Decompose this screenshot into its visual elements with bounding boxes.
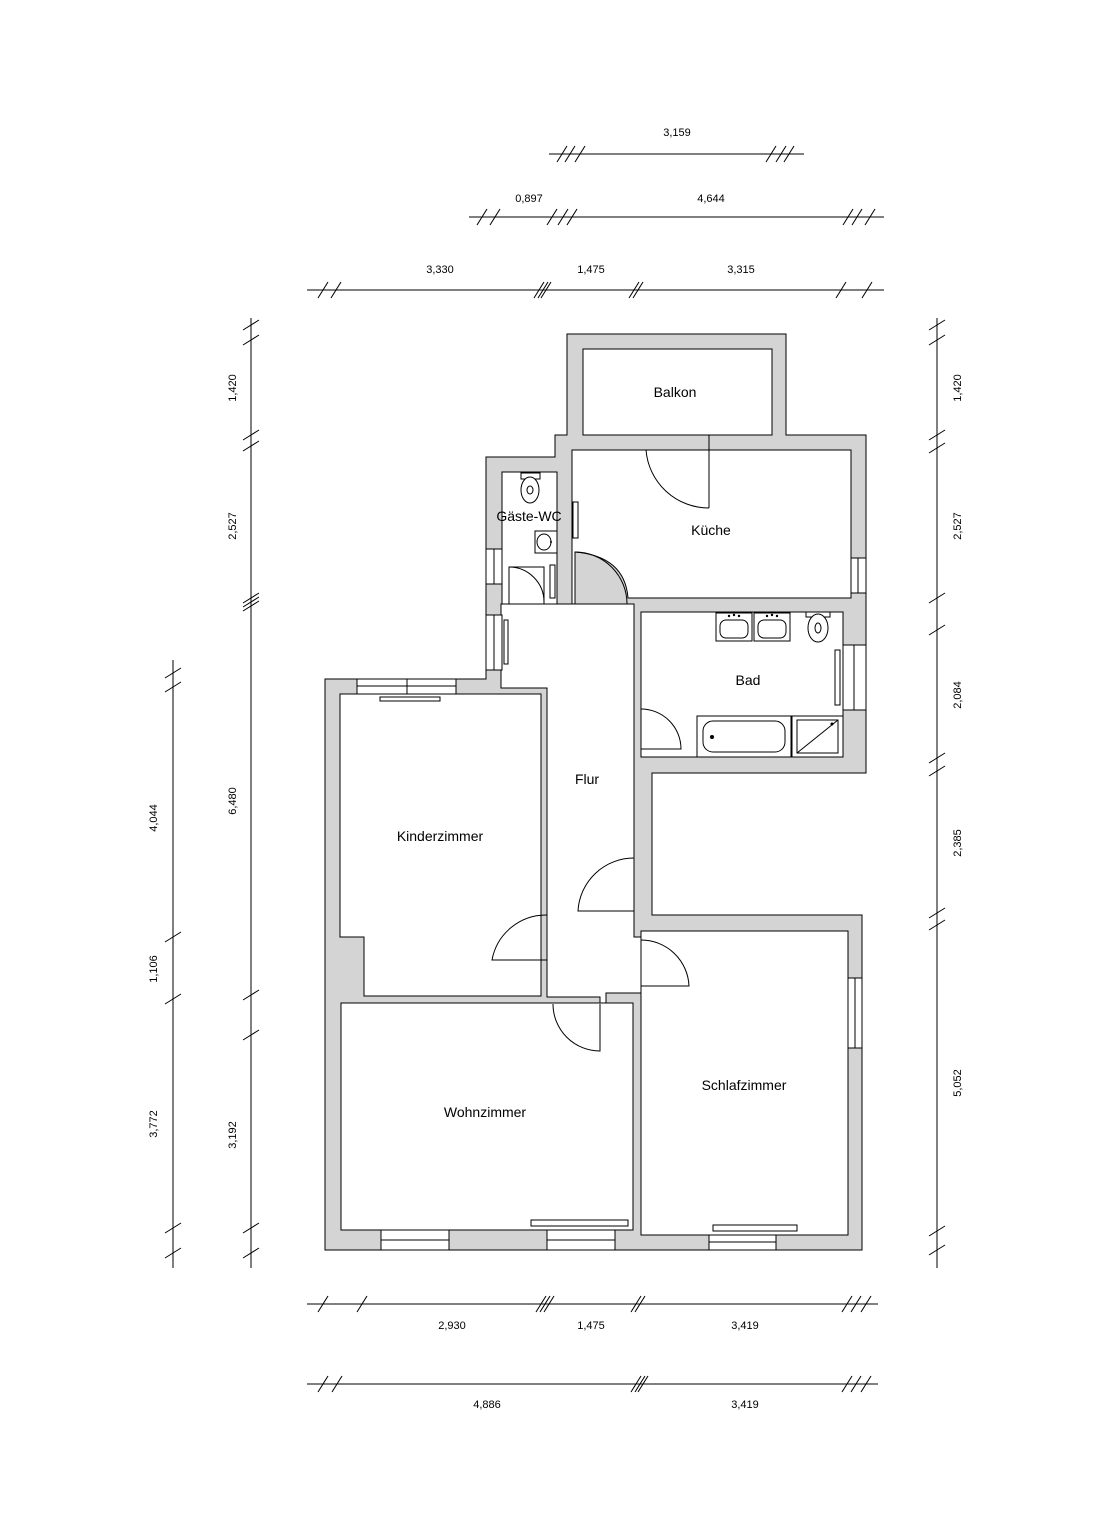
toilet-icon	[805, 611, 831, 643]
toilet-icon	[520, 472, 541, 504]
room-label-gaeste-wc: Gäste-WC	[496, 508, 561, 524]
room-label-schlafzimmer: Schlafzimmer	[702, 1077, 787, 1093]
dim-top-2a: 0,897	[515, 193, 543, 205]
dim-right-3: 2,084	[952, 681, 964, 709]
room-label-flur: Flur	[575, 771, 599, 787]
room-labels: Balkon Küche Gäste-WC Bad Flur Kinderzim…	[397, 384, 787, 1120]
dim-bottom-1a: 2,930	[438, 1320, 466, 1332]
dim-left-inner-4: 3,192	[227, 1121, 239, 1149]
dim-left-inner-2: 2,527	[227, 512, 239, 540]
dim-left-inner-3: 6,480	[227, 787, 239, 815]
room-label-kinderzimmer: Kinderzimmer	[397, 828, 484, 844]
room-label-bad: Bad	[736, 672, 761, 688]
dim-left-inner-1: 1,420	[227, 374, 239, 402]
room-label-balkon: Balkon	[654, 384, 697, 400]
dim-top-3a: 3,330	[426, 264, 454, 276]
dim-top-3b: 1,475	[577, 264, 605, 276]
doors	[491, 435, 710, 1052]
bathtub-icon	[696, 715, 792, 758]
windows	[356, 501, 867, 1251]
dim-right-1: 1,420	[952, 374, 964, 402]
dim-left-outer-3: 3,772	[148, 1110, 160, 1138]
dim-bottom-1c: 3,419	[731, 1320, 759, 1332]
dim-bottom-2b: 3,419	[731, 1399, 759, 1411]
dimension-lines	[164, 145, 946, 1393]
dim-left-outer-1: 4,044	[148, 804, 160, 832]
room-label-kueche: Küche	[691, 522, 731, 538]
dim-bottom-1b: 1,475	[577, 1320, 605, 1332]
shower-icon	[791, 715, 844, 758]
dim-bottom-2a: 4,886	[473, 1399, 501, 1411]
dim-right-5: 5,052	[952, 1069, 964, 1097]
dim-left-outer-2: 1,106	[148, 955, 160, 983]
room-label-wohnzimmer: Wohnzimmer	[444, 1104, 527, 1120]
sanitary-fixtures	[520, 472, 844, 758]
room-interiors	[339, 348, 852, 1236]
dim-right-4: 2,385	[952, 829, 964, 857]
dimension-labels: 3,159 0,897 4,644 3,330 1,475 3,315 2,93…	[148, 127, 964, 1411]
dim-top-1: 3,159	[663, 127, 691, 139]
double-sink-icon	[715, 612, 791, 642]
sink-icon	[534, 530, 558, 554]
dim-right-2: 2,527	[952, 512, 964, 540]
dim-top-3c: 3,315	[727, 264, 755, 276]
dim-top-2b: 4,644	[697, 193, 725, 205]
